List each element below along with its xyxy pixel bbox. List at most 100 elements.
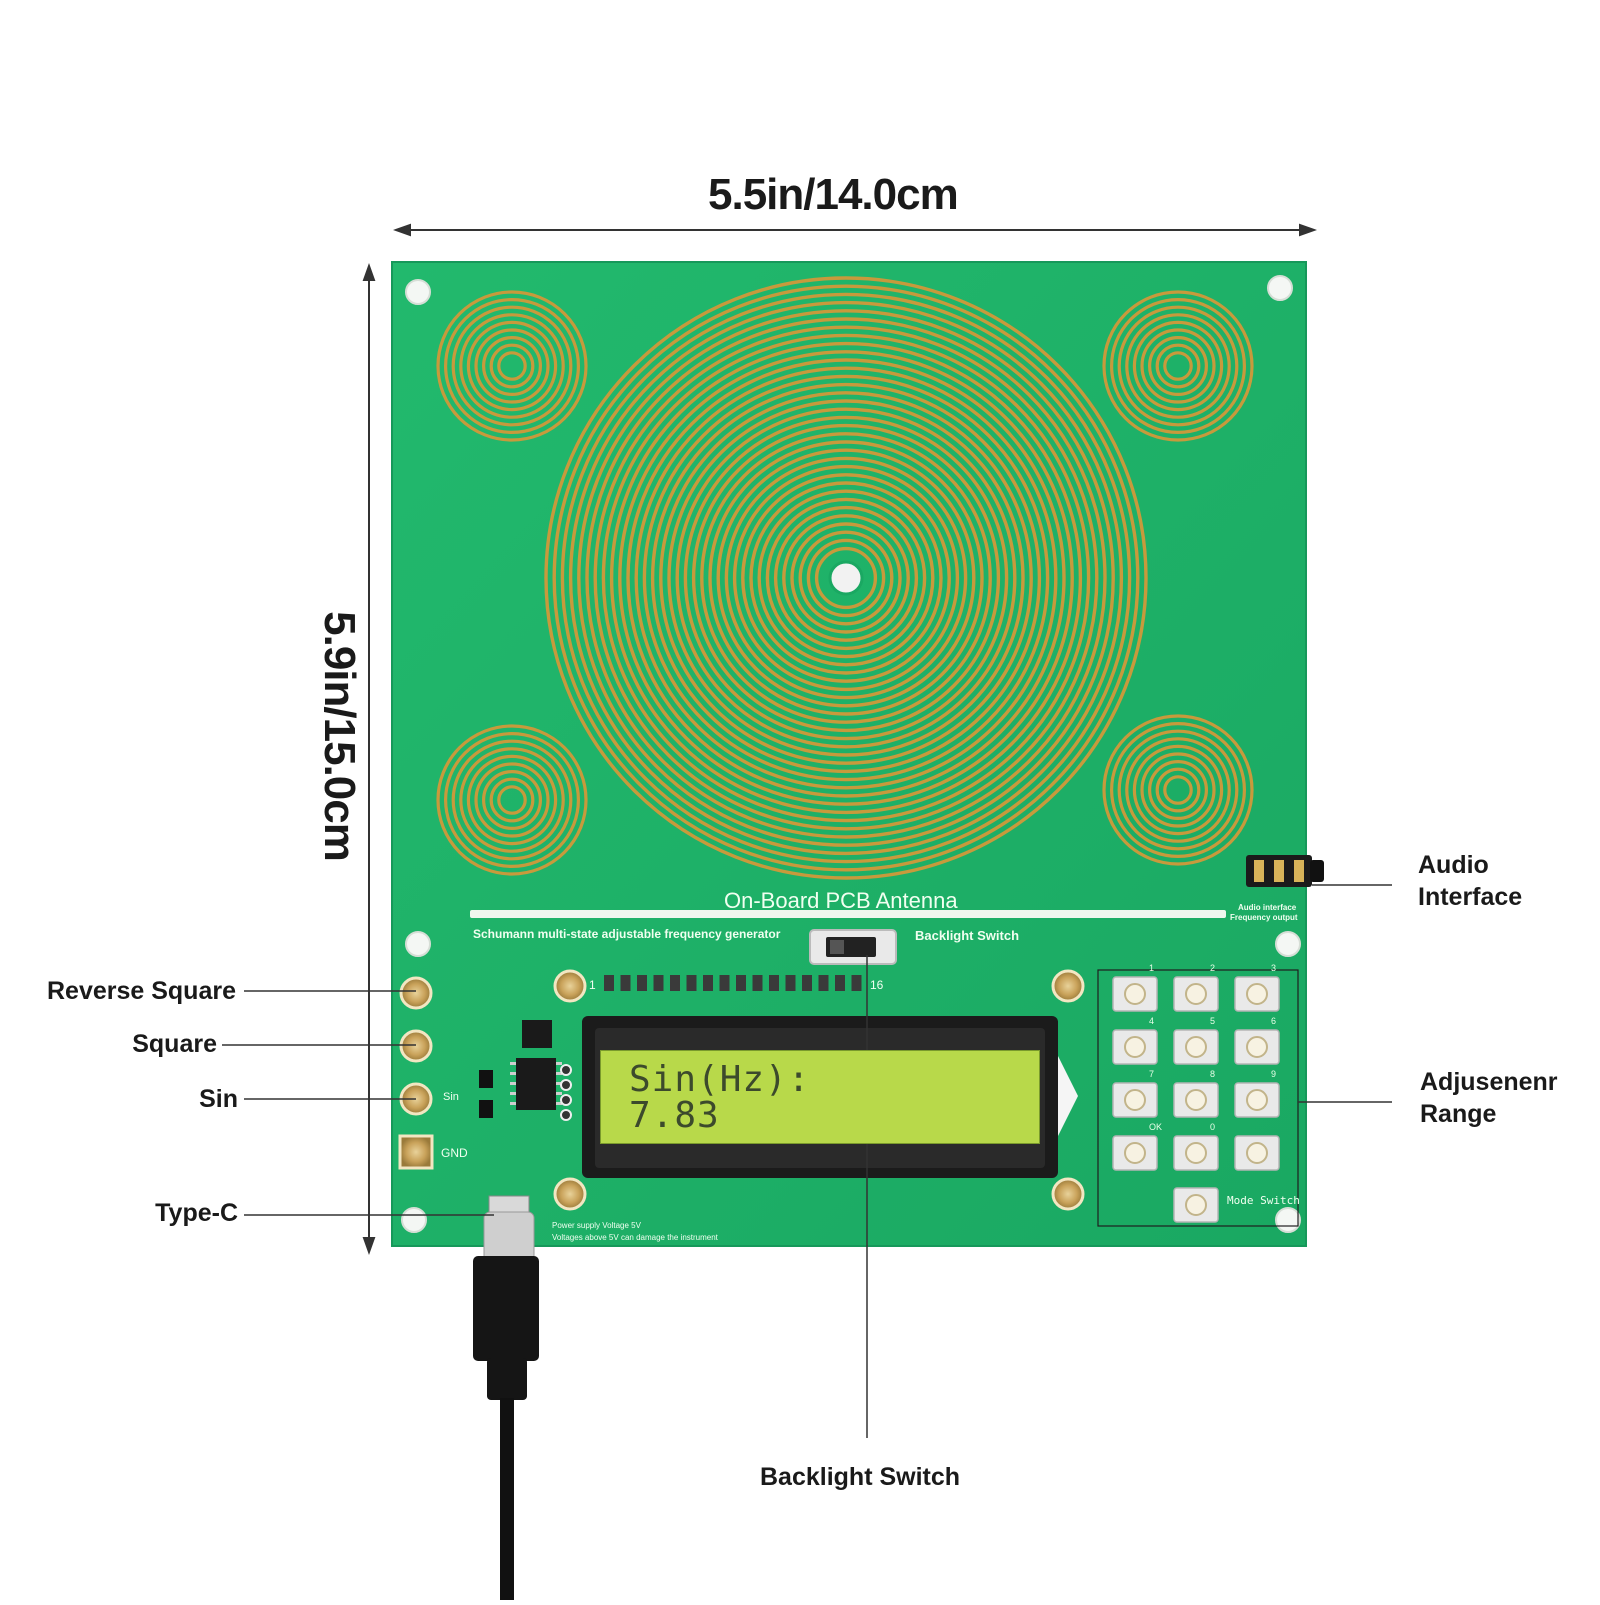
pin-first-label: 1 — [589, 978, 596, 992]
keypad-button[interactable] — [1112, 1135, 1158, 1171]
smd-component-2 — [479, 1100, 493, 1118]
chip-ic-2-pins — [510, 1062, 562, 1105]
keypad-button[interactable] — [1234, 1029, 1280, 1065]
callout-range-line1: Adjusenenr — [1420, 1068, 1558, 1096]
keypad-button[interactable] — [1173, 1082, 1219, 1118]
keypad-button[interactable] — [1112, 1029, 1158, 1065]
callout-square: Square — [132, 1030, 217, 1058]
coil-ring — [1102, 714, 1254, 866]
coil-ring — [552, 284, 1140, 872]
coil-ring — [1125, 313, 1231, 419]
coil-ring — [1102, 290, 1254, 442]
coil-ring — [741, 473, 951, 683]
keypad-button[interactable] — [1173, 1135, 1219, 1171]
keypad-button[interactable] — [1234, 1135, 1280, 1171]
coil-ring — [732, 464, 960, 692]
width-dimension-label: 5.5in/14.0cm — [708, 170, 959, 219]
spiral-coil-bottom-left — [436, 724, 588, 876]
lcd-line-2: 7.83 — [629, 1095, 720, 1136]
coil-ring — [497, 785, 527, 815]
square-pad — [399, 1029, 433, 1063]
header-pin — [703, 975, 713, 991]
keypad-number-label: 1 — [1149, 963, 1155, 973]
coil-ring — [757, 489, 935, 667]
output-pads — [398, 976, 434, 1170]
smd-component-1 — [479, 1070, 493, 1088]
header-pin — [620, 975, 631, 991]
keypad-number-label: 4 — [1149, 1016, 1155, 1026]
coil-ring — [790, 522, 902, 634]
coil-ring — [1155, 767, 1201, 813]
header-pin — [785, 975, 796, 991]
keypad-button[interactable] — [1173, 976, 1219, 1012]
main-spiral-antenna — [544, 276, 1148, 880]
coil-ring — [1163, 775, 1193, 805]
coil-ring — [650, 382, 1042, 774]
coil-ring — [466, 320, 558, 412]
coil-ring — [497, 351, 527, 381]
mode-switch-label: Mode Switch — [1227, 1194, 1300, 1207]
type-c-connector[interactable] — [473, 1195, 539, 1600]
callout-type-c: Type-C — [155, 1199, 238, 1227]
keypad-button[interactable] — [1112, 976, 1158, 1012]
callout-reverse-square: Reverse Square — [46, 977, 236, 1005]
coil-ring — [724, 456, 968, 700]
keypad-number-label: 6 — [1271, 1016, 1277, 1026]
coil-ring — [593, 325, 1099, 831]
antenna-label: On-Board PCB Antenna — [724, 888, 958, 913]
coil-ring — [642, 374, 1050, 782]
keypad-number-label: 3 — [1271, 963, 1277, 973]
pcb-sin-label: Sin — [443, 1091, 459, 1103]
backlight-slide-switch[interactable] — [809, 929, 897, 965]
keypad-button[interactable] — [1173, 1029, 1219, 1065]
keypad-button[interactable] — [1112, 1082, 1158, 1118]
lcd-standoffs — [553, 969, 1085, 1211]
lcd-header-pins — [604, 975, 862, 991]
keypad-number-label: 5 — [1210, 1016, 1216, 1026]
callout-leaders — [222, 884, 1392, 1438]
coil-ring — [1132, 320, 1224, 412]
header-pin — [851, 975, 862, 991]
coil-ring — [683, 415, 1009, 741]
spiral-coil-top-right — [1102, 290, 1254, 442]
coil-ring — [1140, 752, 1216, 828]
coil-ring — [749, 481, 943, 675]
keypad-number-label: 2 — [1210, 963, 1216, 973]
coil-ring — [765, 497, 927, 659]
keypad-button[interactable] — [1234, 1082, 1280, 1118]
coil-ring — [1147, 759, 1208, 820]
callout-audio-line1: Audio — [1418, 851, 1489, 879]
keypad-number-label: OK — [1149, 1122, 1163, 1132]
coil-ring — [482, 769, 543, 830]
keypad-number-label: 0 — [1210, 1122, 1216, 1132]
coil-ring — [1140, 328, 1216, 404]
coil-ring — [1132, 744, 1224, 836]
width-dimension-arrow — [393, 223, 1317, 237]
coil-ring — [444, 731, 581, 868]
coil-ring — [444, 298, 581, 435]
coil-ring — [601, 333, 1091, 823]
coil-ring — [544, 276, 1148, 880]
coil-ring — [1163, 351, 1193, 381]
coil-ring — [626, 358, 1066, 798]
lcd-line-1: Sin(Hz): — [629, 1059, 811, 1100]
coil-ring — [451, 305, 573, 427]
coil-ring — [691, 423, 1001, 733]
coil-ring — [489, 777, 535, 823]
coil-ring — [585, 317, 1107, 839]
chip-ic-2 — [516, 1058, 556, 1110]
chip-ic-1 — [522, 1020, 552, 1048]
audio-jack[interactable] — [1246, 855, 1324, 887]
coil-ring — [609, 341, 1083, 815]
keypad-button[interactable] — [1234, 976, 1280, 1012]
coil-ring — [1147, 336, 1208, 397]
coil-ring — [459, 313, 565, 419]
coil-ring — [1117, 729, 1239, 851]
header-pin — [818, 975, 829, 991]
coil-ring — [782, 514, 910, 642]
keypad-number-label: 9 — [1271, 1069, 1277, 1079]
mode-switch-button[interactable] — [1173, 1187, 1219, 1223]
header-pin — [637, 975, 647, 991]
coil-ring — [618, 350, 1074, 806]
